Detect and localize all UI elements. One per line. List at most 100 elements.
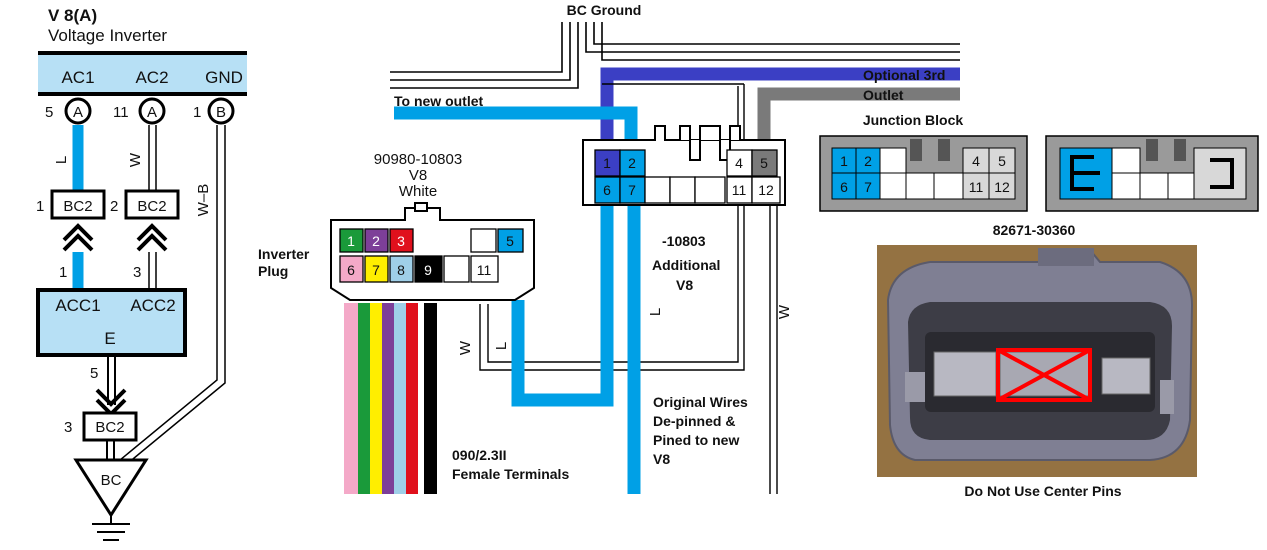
- wire-optional-3rd: [600, 67, 960, 145]
- plug-pin-9: [414, 255, 443, 283]
- bc2-lower-pin: 3: [64, 419, 72, 436]
- wire-letter-w: W: [776, 304, 793, 319]
- v8-pin-1: [594, 149, 621, 177]
- terminals-description: Female Terminals: [452, 466, 569, 482]
- wire-gnd-right: [121, 125, 226, 469]
- acc2-label: ACC2: [130, 296, 175, 315]
- terminals-spec: 090/2.3II: [452, 447, 507, 463]
- bc2-right-label: BC2: [137, 198, 166, 215]
- pin-number-gnd: 1: [193, 104, 201, 121]
- v8-pin-2: [619, 149, 646, 177]
- chevron-up-icon: [62, 233, 94, 252]
- wire-to-new-outlet: [394, 106, 638, 148]
- connector-description: Voltage Inverter: [48, 26, 167, 45]
- pin-number-ac1: 5: [45, 104, 53, 121]
- junction-block-left-tab: [910, 139, 922, 161]
- plug-pin-4-empty: [470, 228, 497, 253]
- pin-letter-gnd: B: [216, 104, 226, 121]
- wire-purple: [382, 303, 394, 494]
- plug-part-number: 90980-10803: [374, 151, 462, 168]
- jb-pin-4: 4: [972, 153, 980, 169]
- v8-pin-4-label: 4: [735, 155, 743, 171]
- wire-gnd-left: [113, 125, 218, 466]
- plug-pin-3: [389, 228, 414, 253]
- original-wires-note-3: Pined to new: [653, 432, 739, 448]
- plug-part-color: White: [399, 183, 437, 200]
- v8-pin-10-empty: [694, 176, 726, 204]
- additional-v8-name: V8: [676, 277, 693, 293]
- junction-block-title: Junction Block: [863, 112, 964, 128]
- v8-pin-7: [619, 176, 646, 204]
- inverter-header-bar: [38, 53, 247, 94]
- original-wires-note-4: V8: [653, 451, 670, 467]
- pin-circle-gnd: [207, 97, 235, 125]
- acc1-label: ACC1: [55, 296, 100, 315]
- optional-3rd-label: Optional 3rd: [863, 67, 945, 83]
- wire-pink: [344, 303, 358, 494]
- plug-pin-10-empty: [443, 255, 470, 283]
- inverter-plug-title: Inverter: [258, 246, 310, 262]
- wire-green: [358, 303, 370, 494]
- v8-pin-12: [751, 176, 781, 204]
- junction-block-right-tab: [1174, 139, 1186, 161]
- wire-yellow: [370, 303, 382, 494]
- bc-ground-line: [601, 22, 960, 61]
- junction-pin-grid-left: [831, 147, 1016, 200]
- plug-pin-7-label: 7: [372, 262, 380, 278]
- plug-pin-8-label: 8: [397, 262, 405, 278]
- additional-v8-latch: [679, 125, 741, 161]
- bc2-lower-label: BC2: [95, 419, 124, 436]
- pin-circle-ac1: [64, 97, 92, 125]
- wire-blue-loop: [511, 200, 614, 407]
- junction-block-right-tab: [1146, 139, 1158, 161]
- v8-pin-11-label: 11: [732, 182, 747, 198]
- plug-pin-11: [470, 255, 499, 283]
- v8-pin-5-label: 5: [760, 155, 768, 171]
- jb-pin-11: 11: [969, 179, 984, 195]
- bc2-left-label: BC2: [63, 198, 92, 215]
- chevron-up-icon: [62, 223, 94, 242]
- v8-pin-11: [726, 176, 753, 204]
- original-wires-note-2: De-pinned &: [653, 413, 735, 429]
- bc2-right-pin: 2: [110, 198, 118, 215]
- original-wires-note-1: Original Wires: [653, 394, 748, 410]
- jb-pin-1: 1: [840, 153, 848, 169]
- outlet-label: Outlet: [863, 87, 904, 103]
- bc2-right-box: [124, 189, 180, 220]
- plug-pin-6-label: 6: [347, 262, 355, 278]
- wire-letter-l: L: [647, 308, 664, 316]
- additional-v8-title: Additional: [652, 257, 720, 273]
- to-new-outlet-label: To new outlet: [394, 93, 484, 109]
- acc2-stub-pin: 3: [133, 264, 141, 281]
- plug-latch: [414, 202, 428, 212]
- ground-arrow-pin: 5: [90, 365, 98, 382]
- terminal-label-gnd: GND: [205, 68, 243, 87]
- terminal-label-ac2: AC2: [135, 68, 168, 87]
- wire-color-ac2: W: [127, 152, 144, 167]
- wire-light-blue: [394, 303, 406, 494]
- v8-pin-1-label: 1: [603, 155, 611, 171]
- bc-ground-line: [585, 22, 960, 53]
- inverter-plug-title-2: Plug: [258, 263, 288, 279]
- junction-block-left-tab: [938, 139, 950, 161]
- plug-pin-11-label: 11: [477, 262, 492, 278]
- bc-ground-line: [593, 22, 960, 45]
- additional-v8-part: -10803: [662, 233, 706, 249]
- jb-pin-5: 5: [998, 153, 1006, 169]
- warning-cross-icon: [997, 348, 1091, 402]
- acc1-stub-pin: 1: [59, 264, 67, 281]
- terminal-label-ac1: AC1: [61, 68, 94, 87]
- plug-pin-9-label: 9: [424, 262, 432, 278]
- acc-junction-box: [36, 288, 187, 357]
- plug-pin-2: [364, 228, 389, 253]
- junction-part-number: 82671-30360: [993, 222, 1076, 238]
- ground-triangle-icon: [73, 458, 149, 518]
- v8-pin-6-label: 6: [603, 182, 611, 198]
- wire-letter-l: L: [493, 342, 510, 350]
- bc2-left-pin: 1: [36, 198, 44, 215]
- plug-pin-2-label: 2: [372, 233, 380, 249]
- inverter-plug-body: [330, 207, 535, 301]
- v8-pin-7-label: 7: [628, 182, 636, 198]
- plug-pin-8: [389, 255, 414, 283]
